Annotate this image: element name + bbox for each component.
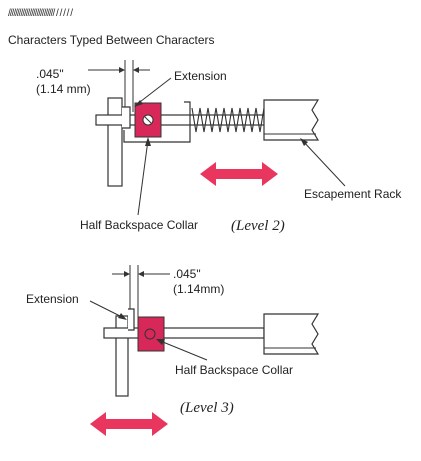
level3-caption: (Level 3): [180, 400, 234, 416]
level3-extension-leader: [89, 300, 125, 319]
level2-extension: [122, 106, 131, 129]
level2-dim-arrowhead-left: [119, 67, 125, 73]
level3-dimension: .045": [173, 267, 201, 281]
level3-dim-arrowhead-left: [124, 271, 130, 277]
level2-screw-slot: [144, 116, 152, 124]
level3-dimension-mm: (1.14mm): [173, 282, 224, 296]
level3-dim-arrowhead-right: [138, 271, 144, 277]
level2-rack-leader: [301, 139, 346, 187]
level3-escapement-rack: [263, 313, 320, 355]
level2-rack-leader-head: [300, 138, 308, 146]
level2-escapement-rack: [263, 99, 320, 141]
level3-collar-leader: [157, 339, 208, 361]
level2-collar-label: Half Backspace Collar: [80, 218, 198, 232]
level3-extension: [128, 308, 135, 331]
level3-extension-label: Extension: [26, 292, 79, 306]
level2-collar-leader-head: [145, 137, 151, 146]
level3-motion-arrow: [90, 412, 168, 436]
level2-collar-leader: [137, 139, 149, 216]
level2-extension-label: Extension: [174, 69, 227, 83]
level3-collar-screw: [144, 328, 156, 340]
level2-extension-leader: [135, 77, 172, 106]
level2-caption: (Level 2): [231, 218, 285, 234]
level2-extension-leader-head: [134, 100, 143, 107]
level2-diagram: .045" (1.14 mm) Extension Half Backspace…: [36, 60, 402, 234]
level2-dimension: .045": [36, 67, 64, 81]
level3-collar-label: Half Backspace Collar: [175, 363, 293, 377]
level2-spring: [191, 107, 265, 133]
level3-diagram: .045" (1.14mm) Extension Half Backspace …: [26, 265, 320, 436]
header-slashes: ////////////////////////// / / / / /: [8, 8, 73, 19]
header-title: Characters Typed Between Characters: [8, 33, 215, 47]
level3-collar-leader-head: [156, 339, 165, 345]
level2-dimension-mm: (1.14 mm): [36, 82, 91, 96]
level2-motion-arrow: [200, 162, 278, 186]
level2-rack-label: Escapement Rack: [304, 187, 402, 201]
level2-plate: [107, 97, 123, 187]
level2-dim-arrowhead-right: [133, 67, 139, 73]
level2-bracket: [123, 101, 191, 143]
level3-extension-leader-head: [118, 313, 127, 320]
